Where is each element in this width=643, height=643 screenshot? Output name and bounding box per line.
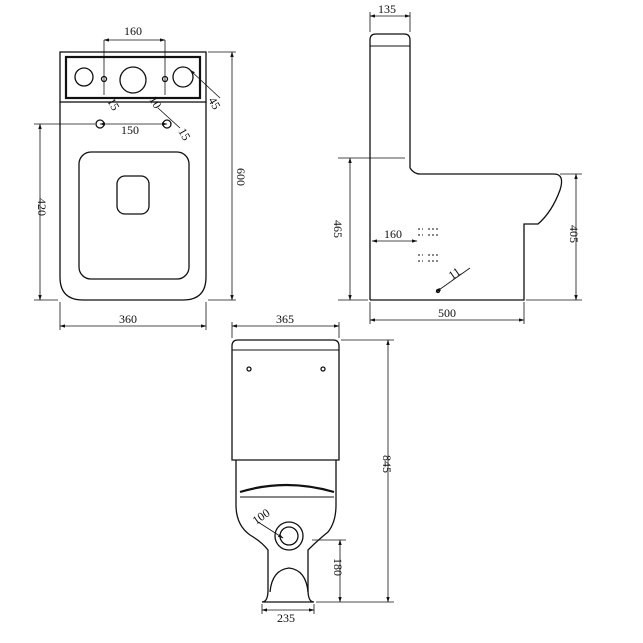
top-dim-160: 160: [124, 24, 142, 38]
top-view: 160 150 45 15 15 10 600 420 360: [34, 24, 248, 330]
rear-cistern-hole-right: [320, 366, 326, 372]
top-water-opening: [116, 175, 150, 215]
rear-dim-845: 845: [380, 455, 394, 473]
rear-glaze-band: [239, 483, 335, 494]
side-dim-405: 405: [567, 225, 581, 243]
top-dim-15-right: 15: [175, 126, 193, 143]
top-hole-center: [119, 66, 147, 94]
side-dim-11: 11: [446, 264, 464, 282]
rear-foot-arch: [269, 567, 309, 593]
top-dim-600: 600: [234, 168, 248, 186]
top-bowl-outline: [59, 102, 207, 301]
rear-dim-235: 235: [277, 611, 295, 625]
side-dim-500: 500: [438, 306, 456, 320]
rear-cistern-outline: [231, 339, 340, 461]
top-dim-150: 150: [121, 123, 139, 137]
side-dim-465: 465: [331, 220, 345, 238]
rear-cistern-hole-left: [246, 366, 252, 372]
rear-view: 365 845 100 180 235: [231, 312, 394, 625]
rear-outlet-inner: [279, 526, 299, 546]
top-seat: [78, 151, 190, 280]
top-cistern-inner: [64, 55, 202, 100]
top-dim-45: 45: [205, 95, 223, 112]
rear-dim-100: 100: [250, 506, 273, 528]
rear-dim-365: 365: [276, 312, 294, 326]
side-cistern-outline: [369, 33, 411, 300]
top-dim-420: 420: [35, 198, 49, 216]
top-dim-10: 10: [146, 94, 164, 111]
top-cistern-outline: [59, 51, 207, 103]
rear-outlet-outer: [274, 521, 304, 551]
top-hole-right: [172, 66, 194, 88]
top-hole-left: [74, 67, 94, 87]
side-bowl-outline: [370, 167, 563, 301]
side-view: 135 465 405 500 160 11: [331, 2, 582, 324]
side-fixing-marks: [418, 228, 440, 262]
rear-dim-180: 180: [331, 558, 345, 576]
rear-body-outline: [235, 460, 337, 603]
top-dim-360: 360: [119, 312, 137, 326]
side-dim-160: 160: [384, 227, 402, 241]
side-dim-135: 135: [378, 2, 396, 16]
